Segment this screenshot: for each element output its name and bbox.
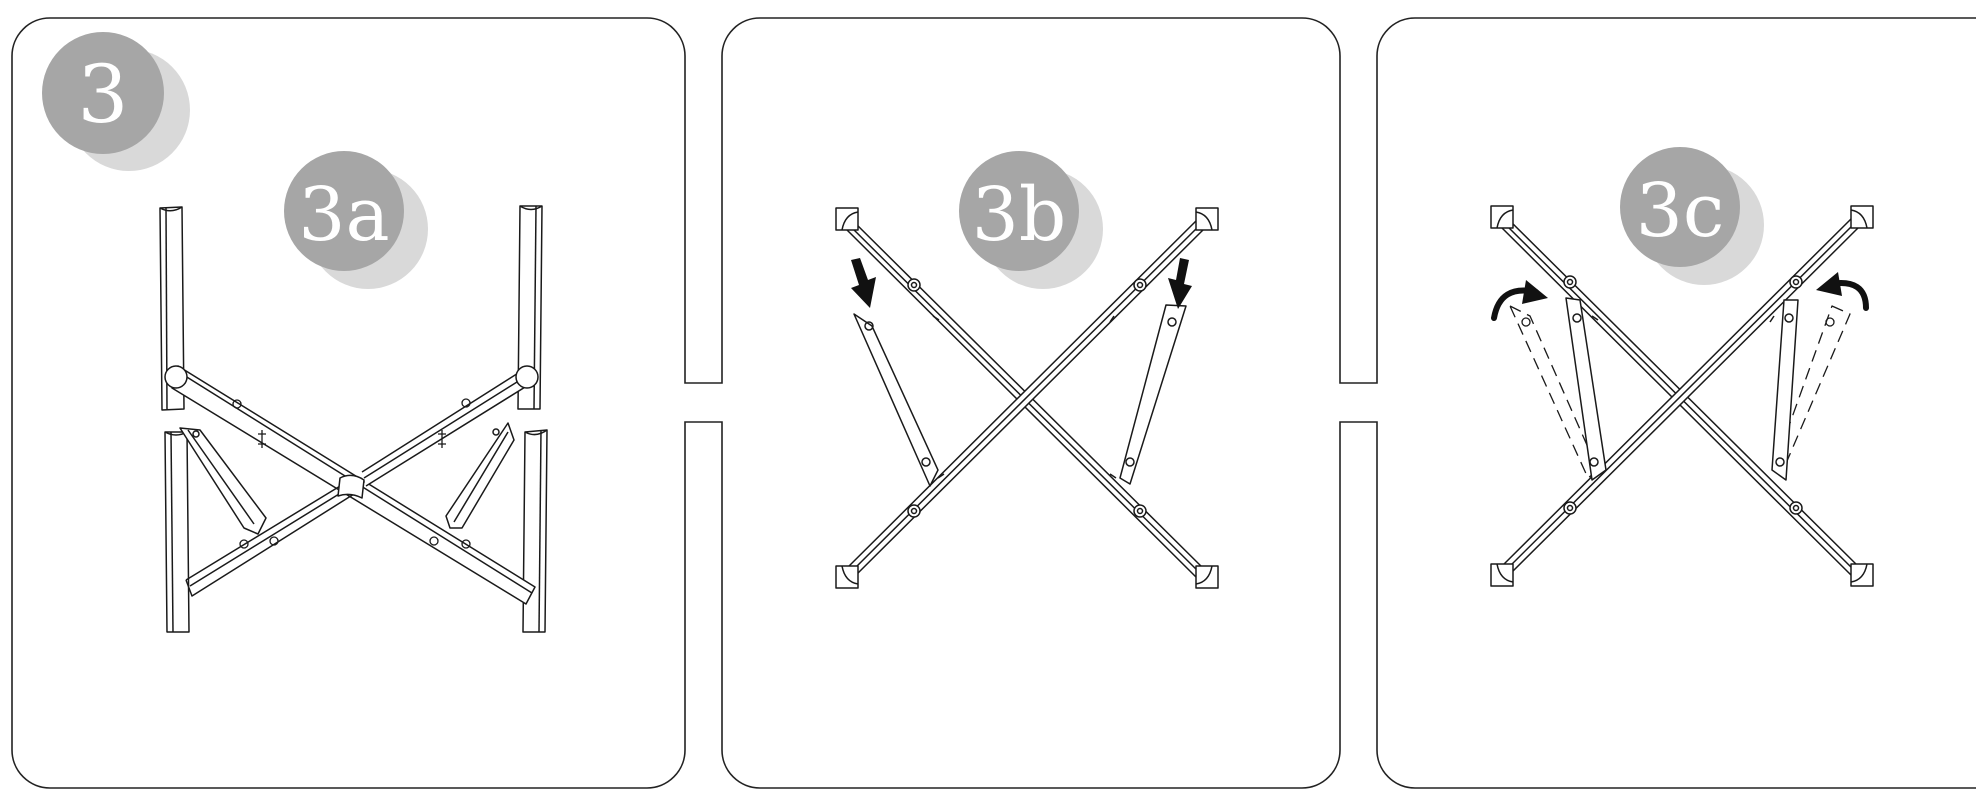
badge-3c: 3c [1620,147,1764,285]
arrow-down-icon [1168,258,1192,309]
corner-feet-3b [835,207,1219,589]
panel-label-3a: 3a [298,172,389,258]
panel-label-3c: 3c [1636,168,1725,254]
panel-frame-bottom [11,17,1976,789]
hardware-points-3b [907,278,1147,518]
brace-left-3b [853,313,939,487]
step-badge: 3 [42,32,190,171]
badge-3b: 3b [959,151,1103,289]
panel-frames [11,17,1976,789]
badge-3a: 3a [284,151,428,289]
brace-right-3b [1119,304,1187,485]
brace-right [445,422,515,529]
frame-assembly-3b [835,207,1219,589]
frame-assembly-3c [1490,205,1874,587]
hardware-points-3c [1563,275,1803,515]
brace-ghost-right [1775,305,1851,469]
arrow-down-icon [851,258,876,308]
leg-front-right [522,429,548,633]
leg-front-left [164,431,190,633]
panel-frame-3a [50,17,1976,384]
corner-feet-3c [1490,205,1874,587]
rotate-arrowhead [1522,280,1548,304]
panel-label-3b: 3b [972,172,1066,258]
frame-assembly-3a [159,205,548,633]
rotate-arrowhead [1816,272,1842,296]
brace-right-3c [1771,299,1799,481]
leg-back-right [517,205,543,410]
brace-left-3c [1565,297,1607,481]
crossbar-b [185,365,539,597]
brace-left [179,427,267,535]
step-number: 3 [78,48,129,141]
hardware-points-3a [232,398,471,549]
